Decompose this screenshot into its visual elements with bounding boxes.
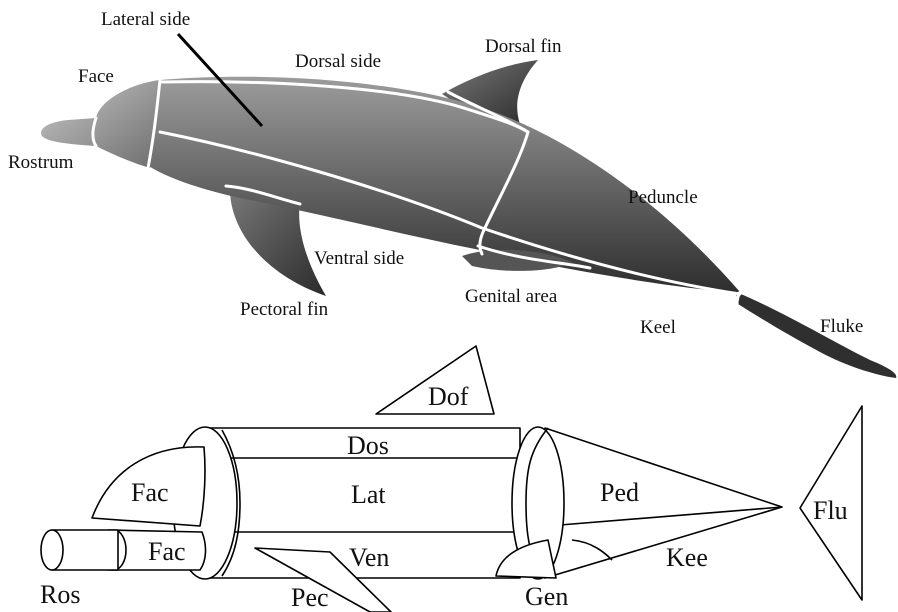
label-fluke: Fluke [820, 316, 863, 337]
label-face: Face [78, 66, 114, 87]
dolphin-body [96, 77, 740, 292]
label-ventral-side: Ventral side [314, 248, 404, 269]
model-peduncle-cone [545, 428, 782, 578]
label-ped: Ped [600, 478, 639, 507]
label-fac-lower: Fac [148, 537, 186, 566]
model-rostrum-cap [41, 530, 63, 570]
label-dorsal-side: Dorsal side [295, 51, 381, 72]
label-pectoral-fin: Pectoral fin [240, 299, 329, 320]
label-ros: Ros [40, 580, 80, 609]
label-gen: Gen [525, 582, 568, 611]
label-flu: Flu [813, 496, 848, 525]
dolphin-illustration [41, 60, 896, 378]
label-dorsal-fin: Dorsal fin [485, 36, 562, 57]
label-dof: Dof [428, 382, 469, 411]
label-ven: Ven [349, 543, 389, 572]
label-pec: Pec [291, 583, 329, 612]
dolphin-tail [736, 292, 896, 378]
label-rostrum: Rostrum [8, 152, 74, 173]
label-peduncle: Peduncle [628, 187, 698, 208]
label-fac-upper: Fac [131, 478, 169, 507]
label-keel: Keel [640, 317, 676, 338]
label-lateral-side: Lateral side [101, 9, 190, 30]
label-lat: Lat [351, 480, 386, 509]
label-genital-area: Genital area [465, 286, 558, 307]
label-dos: Dos [347, 431, 389, 460]
label-kee: Kee [666, 543, 708, 572]
